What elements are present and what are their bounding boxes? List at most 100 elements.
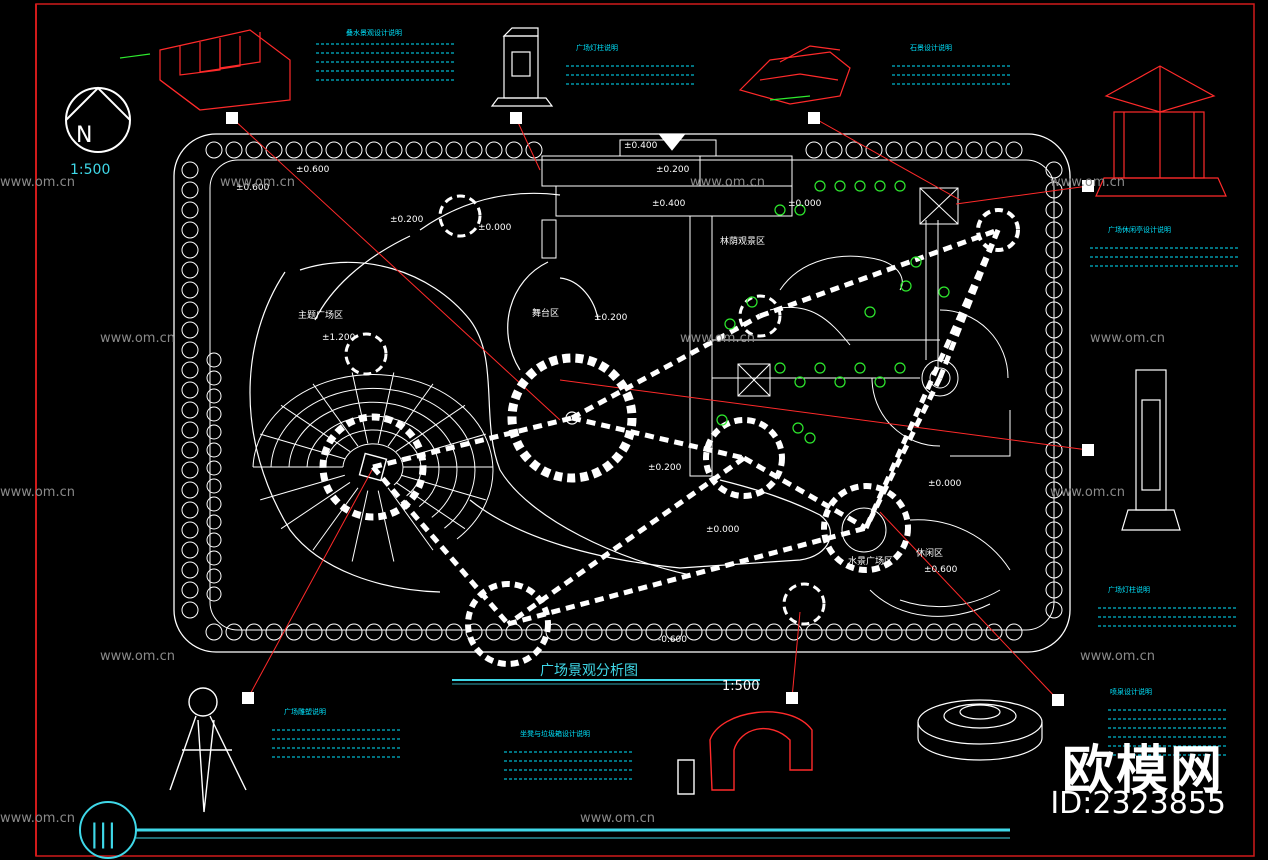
tree-icon: [245, 623, 263, 641]
tree-icon: [745, 623, 763, 641]
watermark-brand: 欧模网: [1061, 741, 1224, 801]
tree-icon: [665, 623, 683, 641]
tree-icon: [285, 141, 303, 159]
tree-icon: [206, 406, 222, 422]
tree-icon: [1005, 141, 1023, 159]
lamp-pillar-sketch: [490, 27, 554, 107]
amphitheater-center: [358, 452, 388, 482]
green-tree-icon: [834, 376, 846, 388]
green-tree-icon: [938, 286, 950, 298]
analysis-path: [863, 228, 1001, 530]
tree-icon: [225, 141, 243, 159]
analysis-path: [863, 376, 943, 530]
watermark-site-text: www.om.cn: [1090, 331, 1165, 346]
tree-icon: [485, 141, 503, 159]
north-scale: 1:500: [70, 162, 110, 178]
building-strip: [541, 134, 793, 477]
watermark-site-text: www.om.cn: [1080, 649, 1155, 664]
fountain-sketch: [917, 699, 1043, 761]
tree-icon: [365, 141, 383, 159]
green-tree-icon: [794, 376, 806, 388]
note-bench-title: 坐凳与垃圾箱设计说明: [520, 729, 590, 738]
elevation-label: ±0.400: [624, 141, 658, 151]
tree-icon: [205, 141, 223, 159]
analysis-paths: [371, 227, 1001, 627]
amphitheater-step: [260, 433, 345, 460]
north-letter: N: [76, 123, 92, 148]
tree-icon: [181, 181, 199, 199]
tree-icon: [206, 388, 222, 404]
tree-icon: [206, 514, 222, 530]
green-tree-icon: [814, 180, 826, 192]
tree-icon: [585, 623, 603, 641]
note-lamp-title: 广场灯柱说明: [576, 43, 618, 52]
watermark-site-text: www.om.cn: [690, 175, 765, 190]
tree-icon: [885, 141, 903, 159]
tree-icon: [405, 141, 423, 159]
tree-icon: [206, 460, 222, 476]
tree-icon: [206, 586, 222, 602]
callout-marker: [510, 112, 522, 124]
tree-icon: [605, 623, 623, 641]
tree-icon: [905, 623, 923, 641]
tree-icon: [1045, 481, 1063, 499]
plaza-inner-boundary: [209, 159, 1055, 631]
tree-icon: [206, 370, 222, 386]
green-tree-icon: [910, 256, 922, 268]
tree-icon: [181, 281, 199, 299]
tree-icon: [206, 532, 222, 548]
callout-markers: [226, 112, 1094, 706]
elevation-label: -0.600: [658, 635, 687, 645]
tree-icon: [325, 141, 343, 159]
tree-icon: [985, 141, 1003, 159]
elevation-label: ±0.400: [652, 199, 686, 209]
analysis-path: [937, 229, 1001, 379]
tree-icon: [206, 550, 222, 566]
tree-icon: [1045, 401, 1063, 419]
green-tree-icon: [814, 362, 826, 374]
elevation-label: ±0.600: [924, 565, 958, 575]
tree-icon: [205, 623, 223, 641]
tree-icon: [1005, 623, 1023, 641]
green-tree-icon: [874, 376, 886, 388]
tree-icon: [725, 623, 743, 641]
tree-icon: [265, 141, 283, 159]
tree-icon: [265, 623, 283, 641]
tree-icon: [1045, 301, 1063, 319]
tree-icon: [206, 424, 222, 440]
tree-icon: [1045, 161, 1063, 179]
elevation-label: ±1.200: [322, 333, 356, 343]
leader-line: [515, 117, 541, 171]
tree-icon: [181, 461, 199, 479]
amphitheater-step: [312, 383, 359, 447]
title-scale: 1:500: [722, 679, 759, 694]
amphitheater-step: [260, 474, 345, 501]
tree-icon: [1045, 461, 1063, 479]
tree-icon: [425, 141, 443, 159]
leader-line: [955, 185, 1089, 205]
analysis-node: [319, 413, 427, 521]
tree-icon: [1045, 601, 1063, 619]
amphitheater-step: [280, 482, 351, 530]
tree-icon: [181, 201, 199, 219]
tree-icon: [181, 441, 199, 459]
leader-lines: [231, 117, 1089, 701]
watermark-site-text: www.om.cn: [220, 175, 295, 190]
drawing-title: 广场景观分析图: [540, 663, 638, 679]
tree-icon: [181, 241, 199, 259]
zone-rest: 休闲区: [916, 547, 943, 559]
tree-icon: [181, 501, 199, 519]
analysis-node: [738, 294, 782, 338]
green-tree-icon: [854, 362, 866, 374]
tree-icon: [625, 623, 643, 641]
tree-icon: [865, 623, 883, 641]
green-tree-icon: [792, 422, 804, 434]
note-sculpture-title: 广场雕塑说明: [284, 707, 326, 716]
analysis-node: [976, 208, 1020, 252]
callout-marker: [808, 112, 820, 124]
amphitheater-step: [387, 383, 434, 447]
tree-icon: [181, 361, 199, 379]
tree-icon: [845, 623, 863, 641]
elevation-labels: ±0.600±0.200±0.000±0.400±0.200±0.400±0.0…: [236, 141, 962, 645]
watermark-id: ID:2323855: [1050, 786, 1226, 821]
